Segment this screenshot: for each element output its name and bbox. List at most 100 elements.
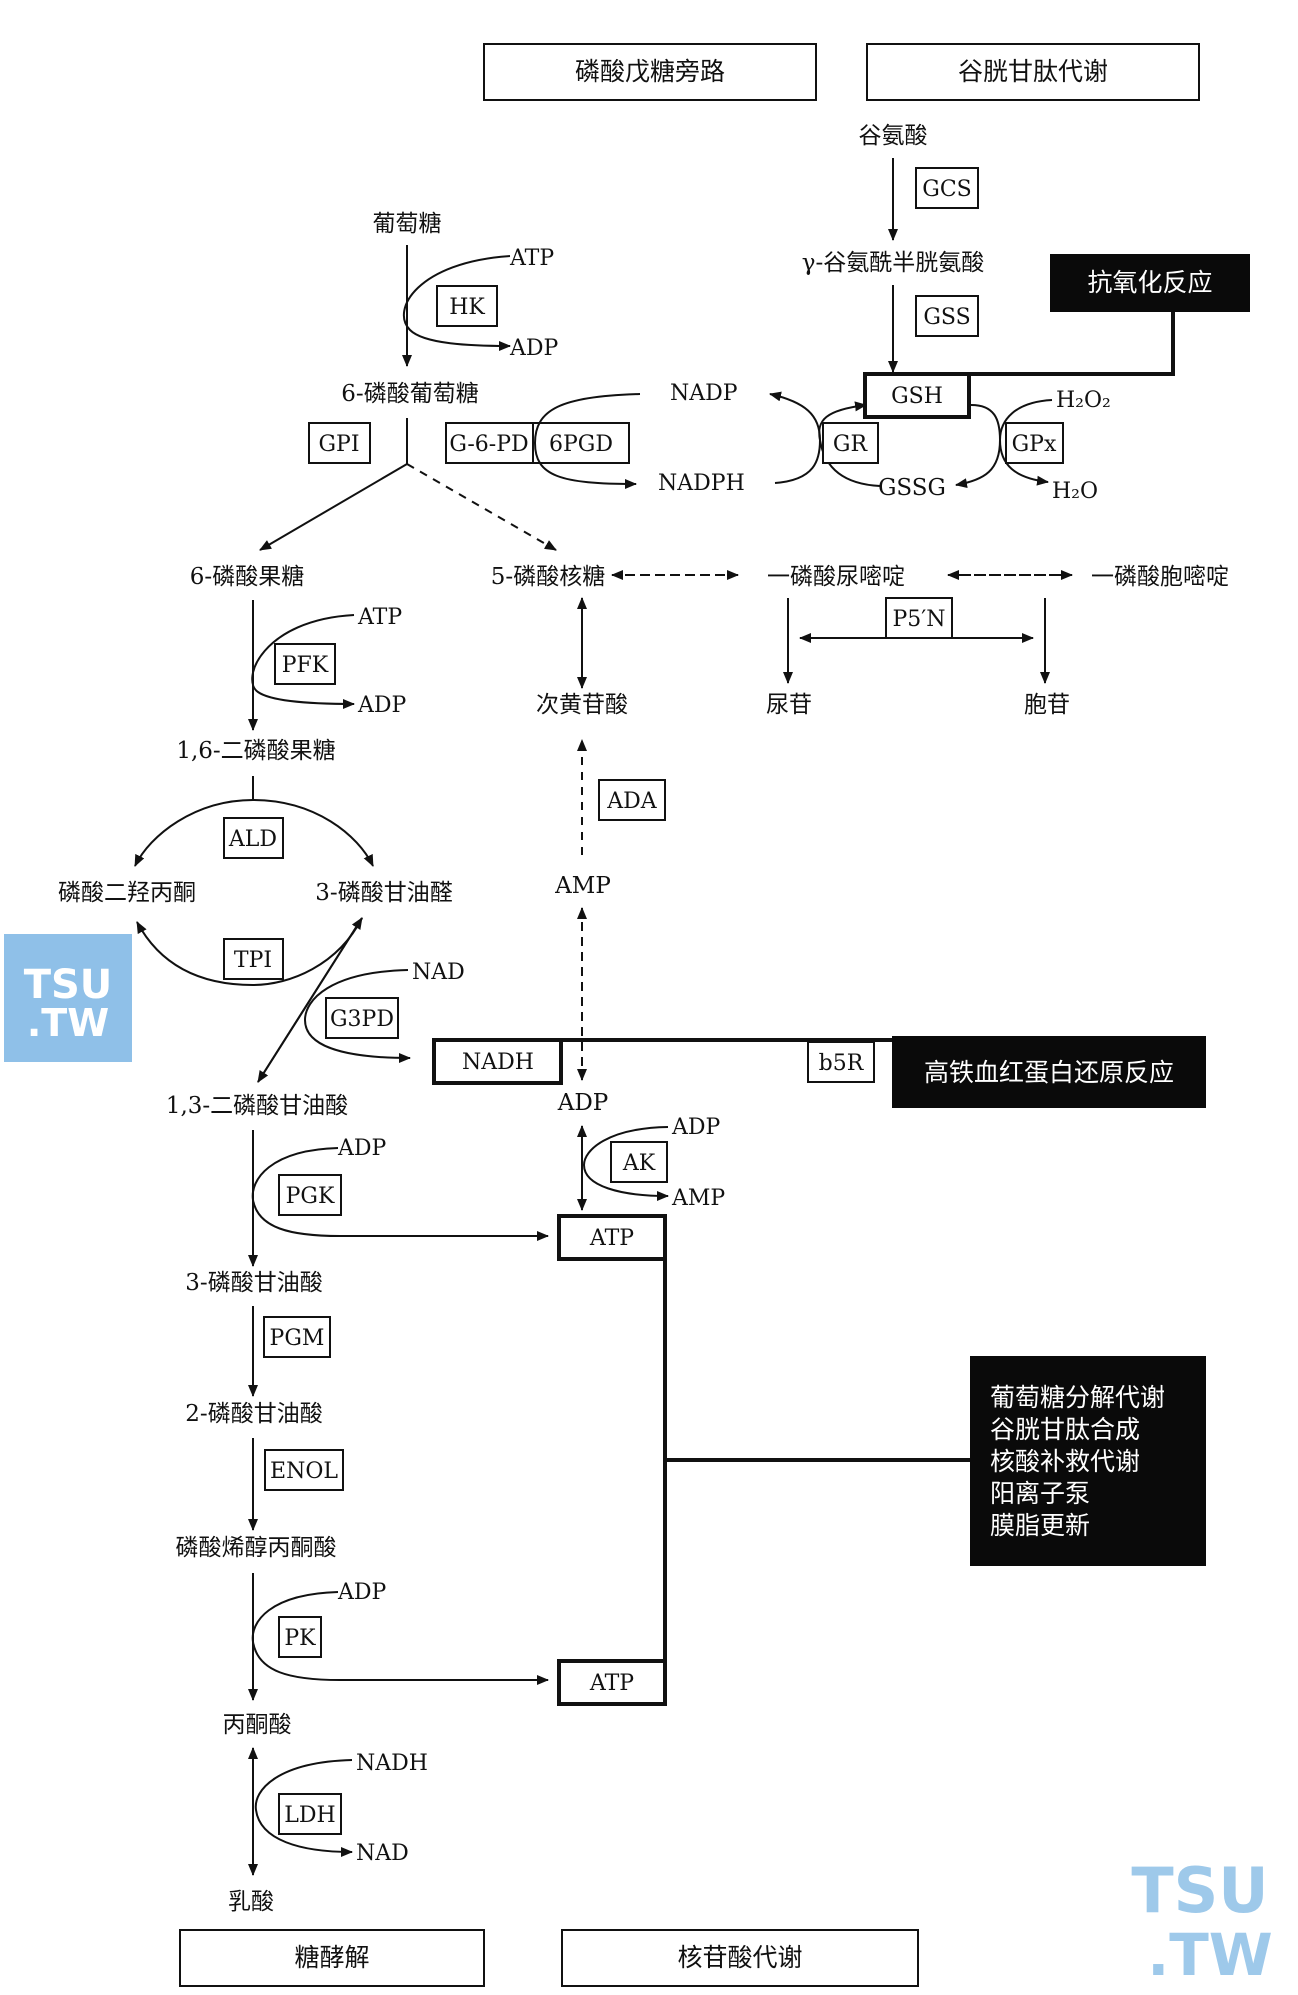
pg3-label: 3-磷酸甘油酸 — [185, 1270, 322, 1296]
header-glutathione-label: 谷胱甘肽代谢 — [958, 57, 1108, 86]
h2o2-label: H₂O₂ — [1056, 388, 1111, 413]
pk-enzyme-box — [278, 1616, 322, 1658]
amp-label: AMP — [554, 873, 611, 899]
atp-hub-1-label: ATP — [589, 1226, 634, 1251]
ldh-nadh-label: NADH — [356, 1751, 428, 1776]
g3pd-enzyme-label: G3PD — [330, 1007, 394, 1032]
ldh-nad-label: NAD — [356, 1841, 409, 1866]
pk-atp-arc — [251, 1591, 549, 1685]
function-membrane-lipid-renewal: 膜脂更新 — [990, 1511, 1090, 1540]
function-cation-pump: 阳离子泵 — [990, 1479, 1090, 1508]
pgd6-enzyme-label: 6PGD — [549, 432, 613, 457]
pgk-enzyme-label: PGK — [286, 1184, 335, 1209]
header-ppp-label: 磷酸戊糖旁路 — [575, 57, 725, 86]
enol-enzyme-box — [264, 1449, 344, 1491]
arrow-g6p-r5p — [406, 463, 557, 551]
header-nucleotide: 核苷酸代谢 — [561, 1929, 919, 1987]
glucose-label: 葡萄糖 — [373, 211, 442, 237]
function-glutathione-synthesis: 谷胱甘肽合成 — [990, 1415, 1140, 1444]
ak-enzyme-label: AK — [622, 1151, 656, 1176]
pfk-atp-label: ATP — [357, 605, 402, 630]
arrow-bpg13-g3p — [257, 917, 363, 1083]
hk-enzyme-label: HK — [449, 295, 485, 320]
ak-cofactor-arc — [582, 1126, 669, 1201]
b5r-enzyme-label: b5R — [819, 1051, 865, 1076]
arrow-ald-g3p — [252, 799, 374, 867]
antioxidant-label: 抗氧化反应 — [1087, 268, 1212, 297]
p5n-enzyme-box — [885, 597, 953, 639]
atp-functions-box — [970, 1356, 1206, 1566]
pfk-enzyme-label: PFK — [282, 653, 329, 678]
pfk-adp-label: ADP — [357, 693, 407, 718]
hk-adp-label: ADP — [509, 336, 559, 361]
arrow-ald-dhap — [134, 799, 254, 867]
pfk-enzyme-box — [274, 643, 336, 685]
gr-nadp-arc — [769, 391, 822, 484]
pgm-enzyme-label: PGM — [270, 1326, 325, 1351]
watermark-left-line1: TSU — [24, 962, 113, 1008]
ald-enzyme-label: ALD — [228, 827, 277, 852]
ak-amp-label: AMP — [671, 1186, 725, 1211]
atp-hub-2-box — [557, 1659, 667, 1706]
g6pd-enzyme-label: G-6-PD — [449, 432, 528, 457]
nadh-hub-box — [432, 1038, 563, 1085]
gpi-enzyme-box — [308, 422, 371, 464]
f6p-label: 6-磷酸果糖 — [190, 564, 304, 590]
ppp-nadp-arc — [533, 393, 641, 489]
r5p-label: 5-磷酸核糖 — [491, 564, 605, 590]
gsh-hub-label: GSH — [891, 384, 943, 409]
glutamate-label: 谷氨酸 — [859, 123, 928, 149]
header-glycolysis-label: 糖酵解 — [294, 1943, 369, 1972]
ada-enzyme-box — [598, 779, 666, 821]
uridine-label: 尿苷 — [766, 692, 812, 718]
arrow-tpi — [136, 917, 363, 987]
gr-gssg-arc — [818, 401, 881, 487]
watermark-right: TSU .TW — [1131, 1854, 1272, 1989]
ppp-nadph-label: NADPH — [658, 471, 745, 496]
watermark-left: TSU .TW — [4, 934, 132, 1062]
gss-enzyme-label: GSS — [923, 305, 970, 330]
pgd6-enzyme-box — [532, 422, 630, 464]
tpi-enzyme-label: TPI — [234, 948, 272, 973]
dhap-label: 磷酸二羟丙酮 — [58, 880, 196, 906]
pgk-adp-label: ADP — [337, 1136, 387, 1161]
ldh-enzyme-box — [278, 1793, 342, 1835]
ak-adp-label: ADP — [671, 1115, 721, 1140]
ump-label: 一磷酸尿嘧啶 — [767, 564, 905, 590]
function-nucleic-salvage: 核酸补救代谢 — [990, 1447, 1140, 1476]
ldh-cofactor-arc — [254, 1759, 353, 1857]
cmp-label: 一磷酸胞嘧啶 — [1091, 564, 1229, 590]
watermark-left-tile — [4, 934, 132, 1062]
nadh-hub-label: NADH — [462, 1050, 534, 1075]
pyruvate-label: 丙酮酸 — [223, 1712, 292, 1738]
p5n-enzyme-label: P5′N — [892, 607, 945, 632]
function-glucose-catabolism: 葡萄糖分解代谢 — [990, 1383, 1165, 1412]
gssg-label: GSSG — [878, 475, 946, 501]
methb-reduction-label: 高铁血红蛋白还原反应 — [924, 1058, 1174, 1087]
watermark-right-line1: TSU — [1131, 1854, 1268, 1927]
gsh-hub-box — [863, 372, 971, 419]
lactate-label: 乳酸 — [228, 1889, 274, 1915]
gpi-enzyme-label: GPI — [318, 432, 359, 457]
ppp-nadp-label: NADP — [670, 381, 738, 406]
ak-enzyme-box — [610, 1141, 668, 1183]
cytidine-label: 胞苷 — [1024, 692, 1070, 718]
gpx-enzyme-box — [1005, 422, 1064, 464]
hk-atp-label: ATP — [509, 246, 554, 271]
g3pd-cofactor-arc — [303, 969, 411, 1063]
g3pd-enzyme-box — [325, 997, 399, 1039]
b5r-enzyme-box — [807, 1041, 875, 1083]
pep-label: 磷酸烯醇丙酮酸 — [176, 1535, 337, 1561]
gsh-antioxidant-line — [969, 310, 1175, 376]
gcs-enzyme-box — [915, 167, 979, 209]
enol-enzyme-label: ENOL — [270, 1459, 338, 1484]
ldh-enzyme-label: LDH — [284, 1803, 335, 1828]
tpi-enzyme-box — [223, 938, 284, 980]
pfk-cofactor-arc — [251, 614, 355, 709]
gr-enzyme-label: GR — [833, 432, 869, 457]
gpx-h2o2-arc — [998, 399, 1053, 486]
watermark-left-line2: .TW — [27, 1001, 109, 1045]
watermark-right-line2: .TW — [1147, 1921, 1273, 1989]
header-glutathione: 谷胱甘肽代谢 — [866, 43, 1200, 101]
